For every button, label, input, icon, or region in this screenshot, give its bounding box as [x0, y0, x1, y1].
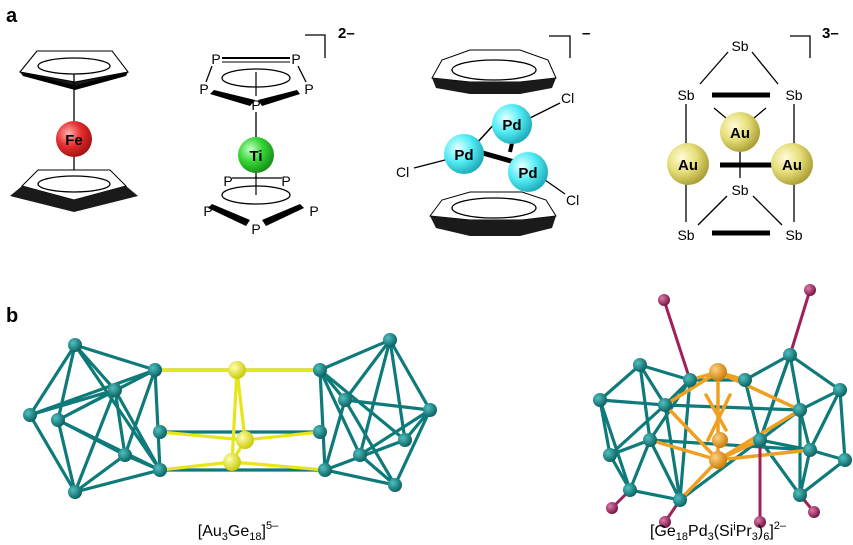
p-label: P [251, 221, 260, 237]
pd-label: Pd [454, 147, 473, 164]
au3-sb6-cluster: Au Au Au Sb Sb Sb Sb Sb Sb 3– [667, 25, 839, 243]
cp-ring-bottom [10, 169, 138, 212]
p-label: P [203, 203, 212, 219]
charge-label: 2– [338, 25, 355, 42]
au-atom [771, 143, 813, 185]
au-atom [720, 112, 760, 152]
pd-atom [444, 134, 484, 174]
au3ge18-cluster [23, 333, 437, 499]
ti-atom [238, 137, 274, 173]
caption-left: [Au3Ge18]5– [198, 520, 279, 543]
panel-label-a: a [6, 5, 18, 27]
au-bonds [153, 368, 327, 472]
ti-bis-pentaphosphole: P P P P P Ti P P P P P 2– [199, 25, 354, 237]
p-label: P [281, 173, 290, 189]
charge-bracket [790, 35, 811, 58]
fe-label: Fe [65, 132, 83, 149]
au-atoms [223, 361, 254, 471]
au-label: Au [782, 157, 802, 174]
ti-label: Ti [249, 148, 262, 165]
p5-ring-bottom: P P P P P [203, 173, 318, 237]
pd3-sandwich: Pd Pd Pd Cl Cl Cl – [396, 25, 590, 236]
ge-atoms-left [23, 333, 437, 499]
pd-atom [508, 152, 548, 192]
p5-ring-top: P P P P P [199, 51, 313, 113]
cl-label: Cl [396, 164, 409, 180]
pd-label: Pd [502, 117, 521, 134]
ge18pd3-cluster [593, 284, 852, 528]
caption-right: [Ge18Pd3(SiiPr3)6]2– [650, 520, 787, 543]
au-atom [667, 143, 709, 185]
pd-atoms [709, 363, 728, 469]
fe-atom [56, 121, 92, 157]
arene-ring-top [431, 49, 557, 94]
sb-label: Sb [731, 38, 748, 54]
sb-label: Sb [785, 227, 802, 243]
p-label: P [211, 51, 220, 67]
panel-label-b: b [6, 305, 18, 327]
charge-label: – [582, 25, 590, 42]
sb-label: Sb [731, 182, 748, 198]
p-label: P [291, 51, 300, 67]
charge-bracket [305, 34, 326, 58]
p-label: P [251, 97, 260, 113]
sb-label: Sb [677, 227, 694, 243]
ge-atoms-right [593, 348, 852, 507]
si-atoms [606, 284, 820, 528]
p-label: P [199, 81, 208, 97]
cl-label: Cl [561, 90, 574, 106]
charge-label: 3– [822, 25, 839, 42]
pd-bonds [648, 370, 812, 502]
au-label: Au [730, 125, 750, 142]
ferrocene: Fe [10, 50, 138, 212]
p-label: P [223, 173, 232, 189]
p-label: P [304, 81, 313, 97]
pd-label: Pd [518, 165, 537, 182]
charge-bracket [549, 35, 571, 58]
pd-atom [492, 104, 532, 144]
sb-label: Sb [785, 87, 802, 103]
arene-ring-bottom [429, 191, 557, 236]
cl-label: Cl [566, 192, 579, 208]
au-label: Au [678, 157, 698, 174]
p-label: P [309, 203, 318, 219]
sb-label: Sb [677, 87, 694, 103]
